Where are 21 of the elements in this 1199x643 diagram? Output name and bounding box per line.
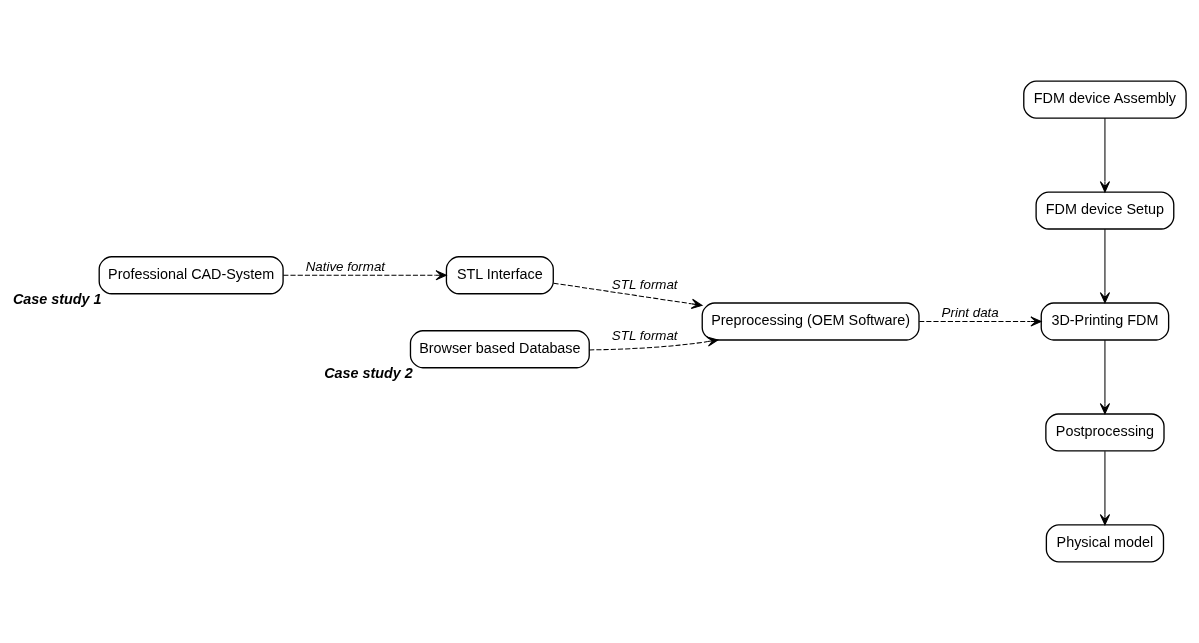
- arrow: [1099, 117, 1111, 193]
- edge-label: Native format: [305, 258, 386, 274]
- node-box: Professional CAD-System: [98, 256, 284, 295]
- node-box: 3D-Printing FDM: [1040, 302, 1170, 341]
- node-box: Preprocessing (OEM Software): [701, 302, 920, 341]
- arrow: [553, 282, 703, 309]
- arrow: [1099, 339, 1111, 415]
- node-box: STL Interface: [445, 256, 554, 295]
- arrow: [918, 316, 1042, 327]
- arrow: [1099, 228, 1111, 304]
- node-box: Physical model: [1045, 524, 1165, 563]
- arrow: [1099, 450, 1111, 526]
- arrow: [282, 270, 447, 281]
- node-box: FDM device Setup: [1035, 191, 1175, 230]
- node-box: Browser based Database: [409, 330, 590, 369]
- edge-label: STL format: [611, 328, 678, 344]
- arrow: [588, 336, 719, 351]
- edge-label: STL format: [611, 277, 678, 293]
- node-box: Postprocessing: [1045, 413, 1165, 452]
- edge-label: Print data: [941, 304, 999, 320]
- node-box: FDM device Assembly: [1023, 80, 1187, 119]
